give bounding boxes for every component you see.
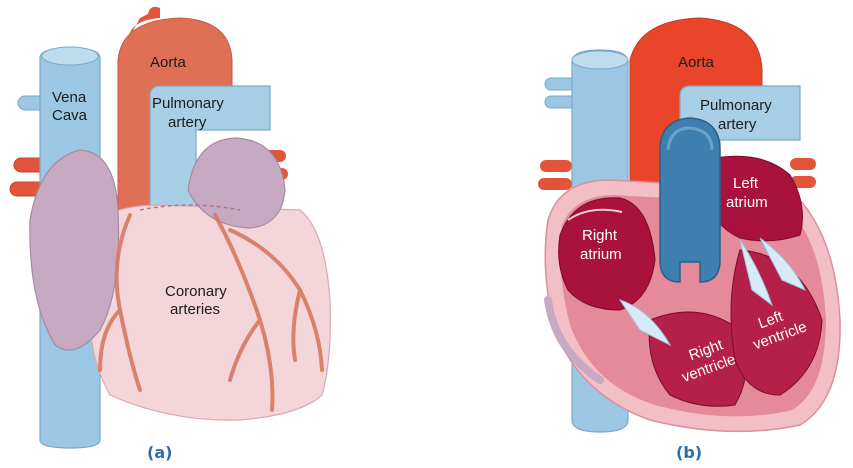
label-vena-cava-line1: Vena <box>52 89 87 106</box>
label-coronary-arteries-line2: arteries <box>170 301 220 318</box>
label-aorta-a: Aorta <box>150 54 187 71</box>
label-right-atrium-line1: Right <box>582 227 618 244</box>
caption-a: (a) <box>147 443 172 462</box>
label-pulmonary-artery-a-line2: artery <box>168 114 207 131</box>
label-left-atrium-line1: Left <box>733 175 759 192</box>
label-coronary-arteries-line1: Coronary <box>165 283 227 300</box>
label-left-atrium-line2: atrium <box>726 194 768 211</box>
label-right-atrium-line2: atrium <box>580 246 622 263</box>
label-aorta-b: Aorta <box>678 54 715 71</box>
heart-exterior-illustration <box>10 7 330 448</box>
label-pulmonary-artery-a-line1: Pulmonary <box>152 95 224 112</box>
label-pulmonary-artery-b-line2: artery <box>718 116 757 133</box>
label-pulmonary-artery-b-line1: Pulmonary <box>700 97 772 114</box>
caption-b: (b) <box>676 443 702 462</box>
label-vena-cava-line2: Cava <box>52 107 88 124</box>
